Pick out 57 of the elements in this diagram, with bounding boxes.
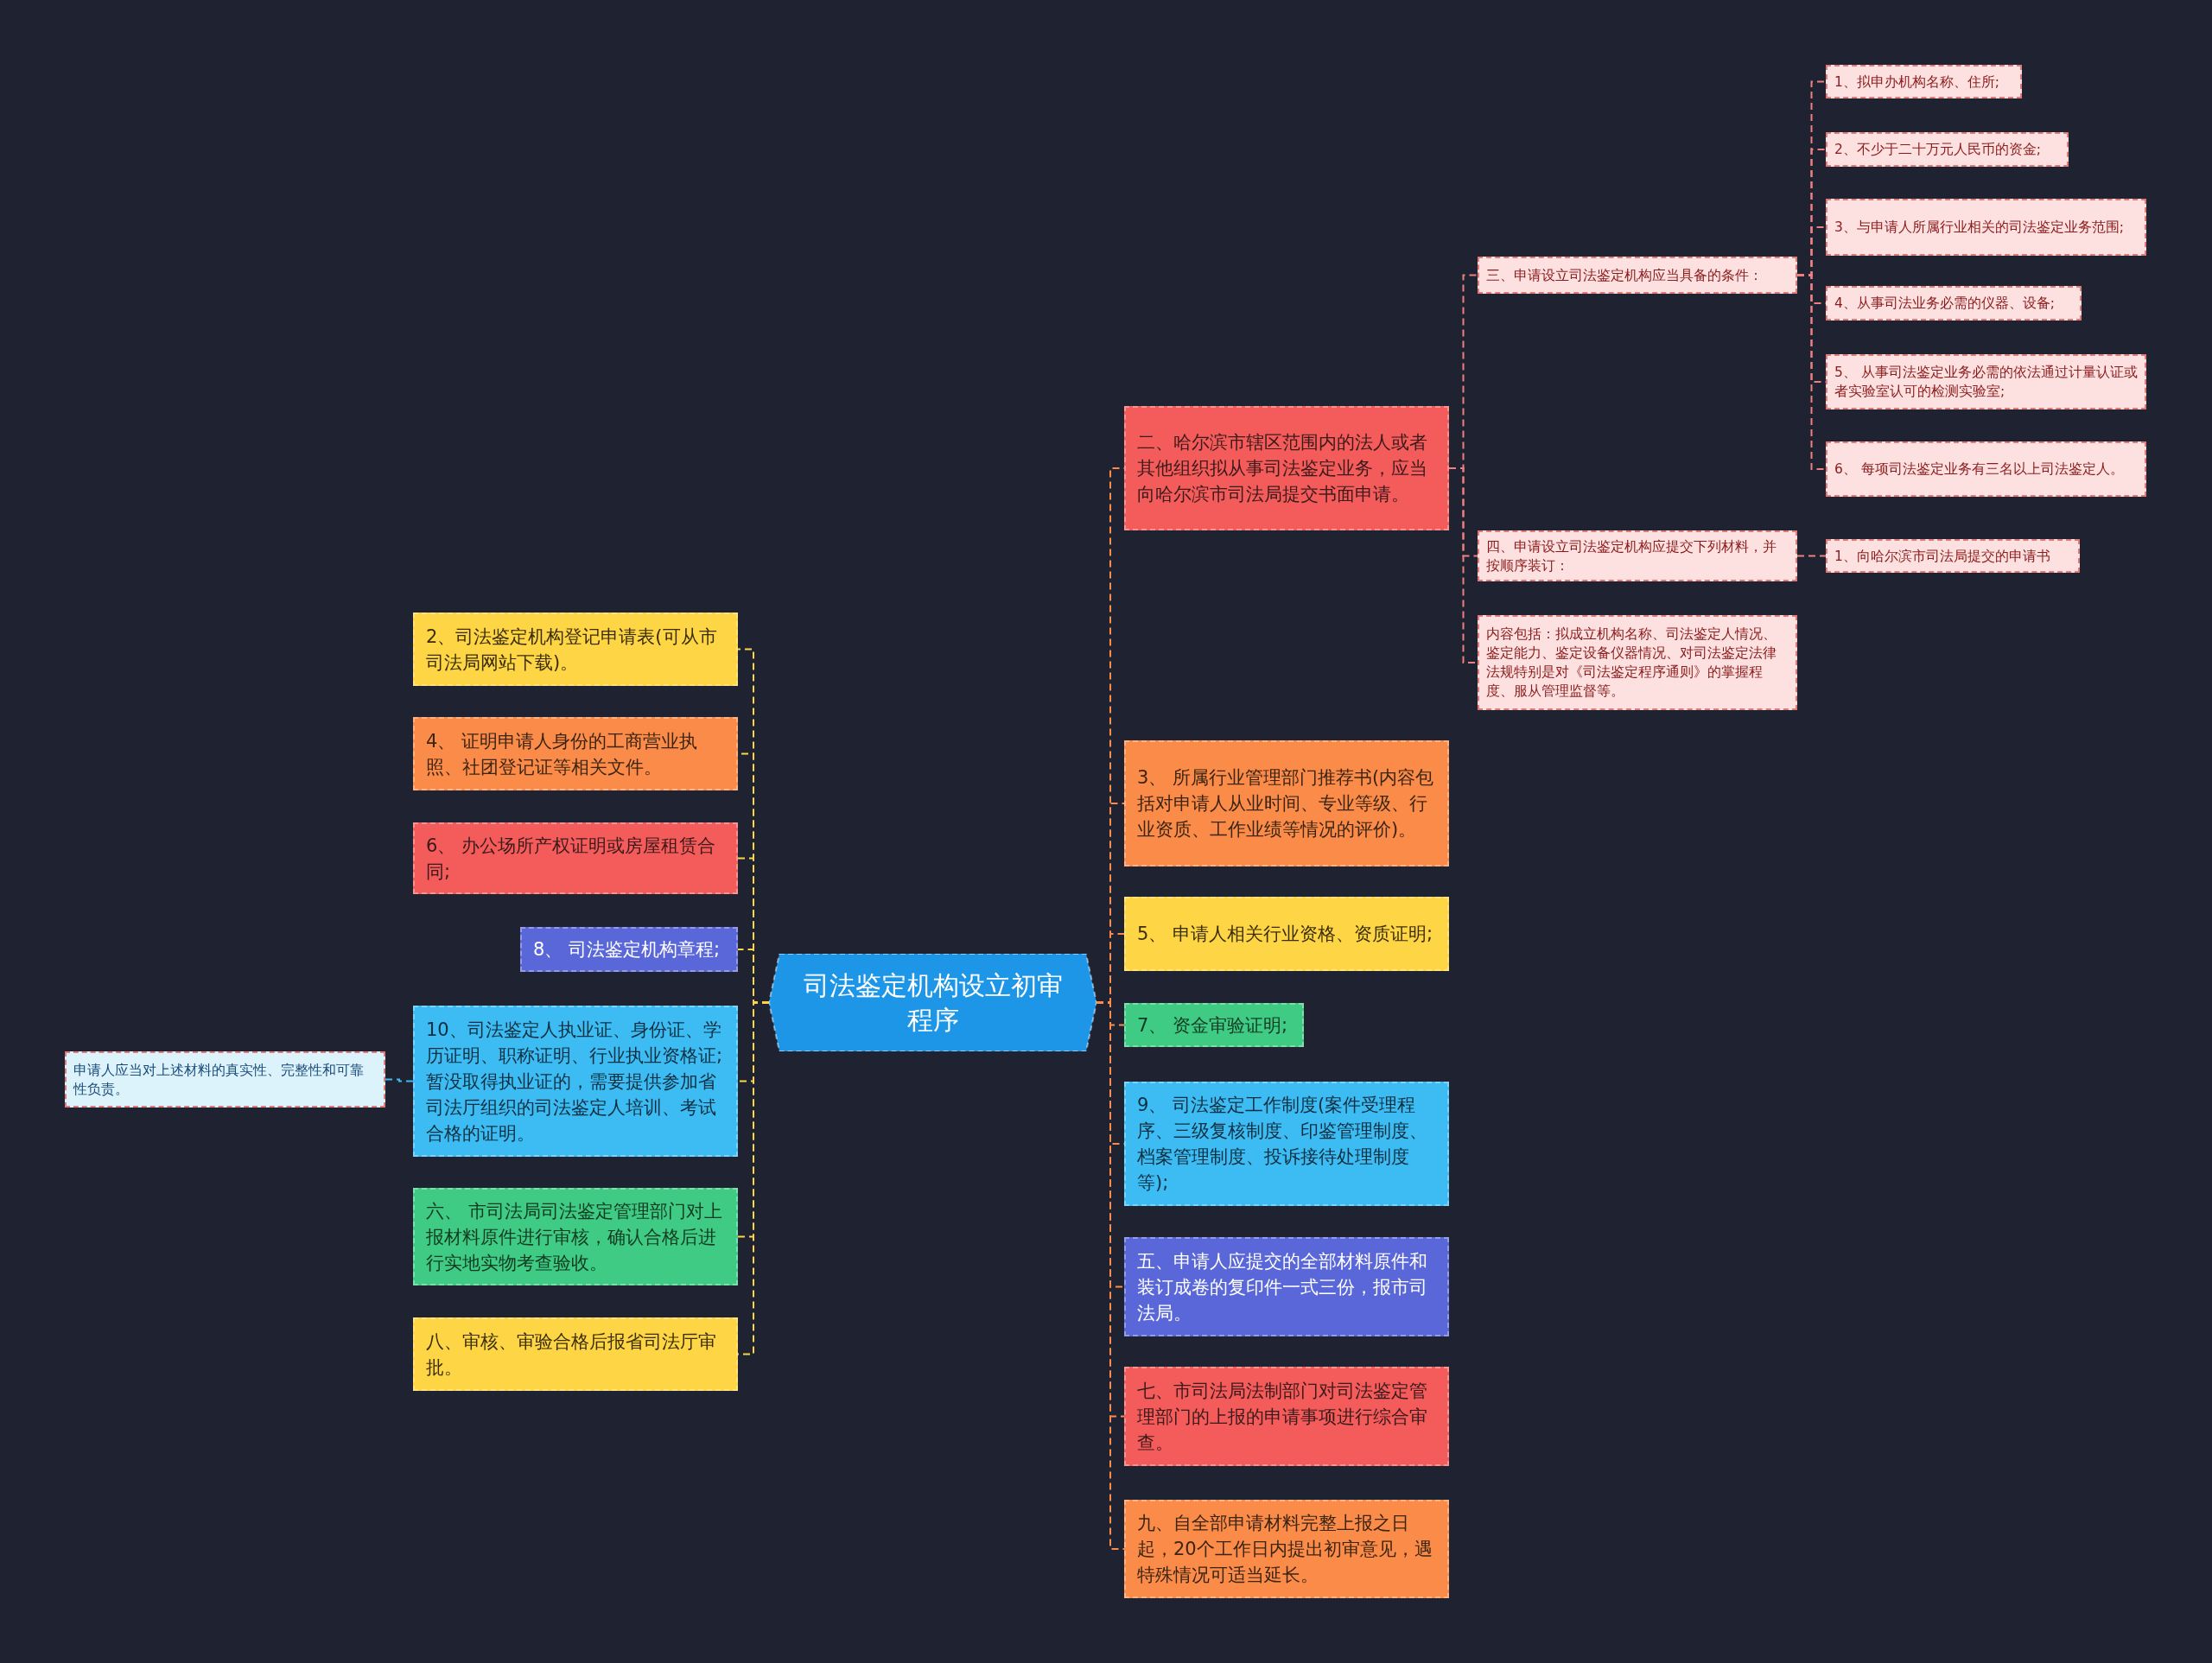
topic-text: 八、审核、审验合格后报省司法厅审批。 [426,1330,717,1380]
subtopic-box [1826,354,2146,409]
topic-text: 三、申请设立司法鉴定机构应当具备的条件： [1486,266,1763,285]
connector-line [385,1078,414,1082]
topic-text: 六、 市司法局司法鉴定管理部门对上报材料原件进行审核，确认合格后进行实地实物考查验收。 [426,1199,723,1275]
topic-text: 2、不少于二十万元人民币的资金; [1834,141,2042,159]
topic-text: 1、向哈尔滨市司法局提交的申请书 [1834,547,2050,566]
topic-text: 二、哈尔滨市辖区范围内的法人或者其他组织拟从事司法鉴定业务，应当向哈尔滨市司法局提交书面申请。 [1137,431,1428,506]
topic-box [413,613,738,686]
topic-box [520,927,738,972]
connector-line [1796,274,1827,470]
central-topic-text: 司法鉴定机构设立初审程序 [802,968,1064,1037]
topic-text: 九、自全部申请材料完整上报之日起，20个工作日内提出初审意见，遇特殊情况可适当延长。 [1137,1512,1433,1587]
topic-text: 3、与申请人所属行业相关的司法鉴定业务范围; [1834,219,2125,237]
topic-text: 5、 从事司法鉴定业务必需的依法通过计量认证或者实验室认可的检测实验室; [1834,364,2138,401]
topic-text: 8、 司法鉴定机构章程; [533,938,721,962]
topic-box [1124,1237,1449,1336]
topic-box [1124,740,1449,866]
topic-text: 内容包括：拟成立机构名称、司法鉴定人情况、鉴定能力、鉴定设备仪器情况、对司法鉴定法律法规特别是对《司法鉴定程序通则》的掌握程度、服从管理监督等。 [1486,625,1777,701]
topic-text: 7、 资金审验证明; [1137,1013,1288,1038]
subtopic-box [65,1051,385,1108]
topic-box [1124,1082,1449,1206]
topic-box [413,1317,738,1391]
subtopic-box [1826,441,2146,497]
topic-text: 4、 证明申请人身份的工商营业执照、社团登记证等相关文件。 [426,729,699,779]
topic-box [413,822,738,894]
subtopic-box [1826,286,2082,321]
topic-text: 10、司法鉴定人执业证、身份证、学历证明、职称证明、行业执业资格证;暂没取得执业证的，需要提供参加省司法厅组织的司法鉴定人培训、考试合格的证明。 [426,1018,724,1146]
connector-line [1796,555,1827,557]
subtopic-box [1826,132,2069,167]
topic-text: 3、 所属行业管理部门推荐书(内容包括对申请人从业时间、专业等级、行业资质、工作业绩等情况的评价)。 [1137,766,1435,841]
topic-text: 5、 申请人相关行业资格、资质证明; [1137,923,1433,946]
subtopic-box [1478,530,1797,581]
topic-text: 五、申请人应提交的全部材料原件和装订成卷的复印件一式三份，报市司法局。 [1137,1249,1428,1325]
topic-box [1124,897,1449,971]
subtopic-box [1826,199,2146,256]
subtopic-box [1826,539,2080,573]
topic-box [413,717,738,790]
topic-text: 9、 司法鉴定工作制度(案件受理程序、三级复核制度、印鉴管理制度、档案管理制度、投诉接待处理制度等); [1137,1094,1428,1195]
topic-box [413,1006,738,1157]
topic-text: 6、 每项司法鉴定业务有三名以上司法鉴定人。 [1834,460,2124,479]
topic-text: 1、拟申办机构名称、住所; [1834,73,2000,92]
topic-box [1124,1003,1304,1047]
topic-text: 四、申请设立司法鉴定机构应提交下列材料，并按顺序装订： [1486,537,1777,575]
topic-text: 4、从事司法业务必需的仪器、设备; [1834,295,2056,313]
topic-text: 2、司法鉴定机构登记申请表(可从市司法局网站下载)。 [426,625,718,675]
subtopic-box [1478,257,1797,294]
topic-box [413,1188,738,1285]
topic-text: 6、 办公场所产权证明或房屋租赁合同; [426,834,717,884]
topic-box [1124,1367,1449,1466]
topic-box [1124,1500,1449,1598]
topic-box [1124,406,1449,530]
subtopic-box [1826,65,2022,98]
topic-text: 七、市司法局法制部门对司法鉴定管理部门的上报的申请事项进行综合审查。 [1137,1379,1428,1455]
topic-text: 申请人应当对上述材料的真实性、完整性和可靠性负责。 [73,1061,365,1099]
central-topic-hexagon [769,954,1096,1051]
subtopic-box [1478,615,1797,710]
